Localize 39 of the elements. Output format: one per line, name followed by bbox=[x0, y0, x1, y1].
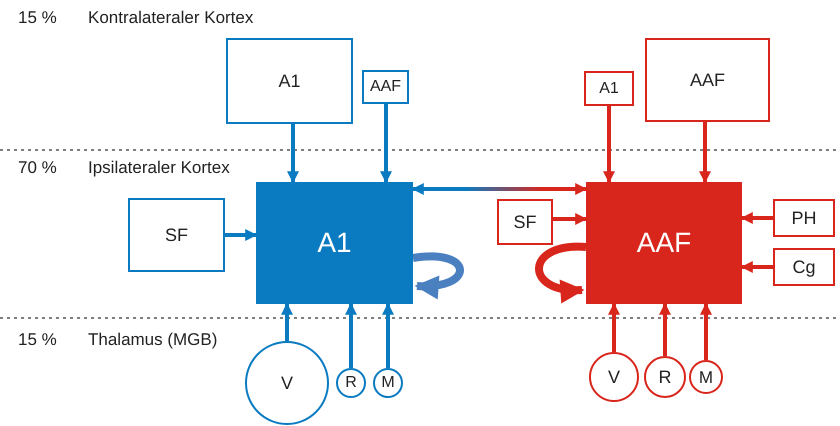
source-area-box: AAF bbox=[645, 38, 770, 122]
layer-label: Kontralateraler Kortex bbox=[88, 8, 254, 28]
percentage-label: 15 % bbox=[18, 8, 57, 28]
source-area-box: SF bbox=[497, 199, 553, 245]
arrow bbox=[608, 302, 620, 352]
arrow bbox=[412, 183, 588, 195]
arrow bbox=[225, 229, 258, 241]
layer-label: Thalamus (MGB) bbox=[88, 330, 218, 350]
arrow bbox=[345, 302, 357, 368]
percentage-label: 70 % bbox=[18, 158, 57, 178]
arrow bbox=[659, 302, 671, 356]
source-area-box: A1 bbox=[226, 38, 353, 124]
arrow bbox=[281, 302, 293, 341]
nucleus-circle: M bbox=[373, 368, 403, 398]
source-area-box: A1 bbox=[584, 71, 634, 106]
arrow bbox=[553, 213, 588, 225]
arrow bbox=[287, 124, 299, 184]
loop-arrow bbox=[412, 252, 464, 298]
source-area-box: AAF bbox=[362, 70, 409, 104]
arrow bbox=[740, 261, 773, 273]
target-area-box: AAF bbox=[586, 182, 742, 304]
arrow bbox=[700, 302, 712, 360]
arrow bbox=[603, 106, 615, 184]
source-area-box: Cg bbox=[773, 248, 835, 286]
arrow bbox=[740, 212, 773, 224]
arrow bbox=[380, 104, 392, 184]
layer-label: Ipsilateraler Kortex bbox=[88, 158, 230, 178]
source-area-box: PH bbox=[773, 199, 835, 237]
percentage-label: 15 % bbox=[18, 330, 57, 350]
nucleus-circle: M bbox=[689, 360, 723, 394]
loop-arrow bbox=[535, 242, 586, 302]
arrow bbox=[382, 302, 394, 368]
arrow bbox=[699, 122, 711, 184]
nucleus-circle: R bbox=[336, 368, 366, 398]
nucleus-circle: R bbox=[644, 356, 686, 398]
nucleus-circle: V bbox=[589, 352, 639, 402]
nucleus-circle: V bbox=[245, 341, 329, 425]
source-area-box: SF bbox=[128, 198, 225, 272]
target-area-box: A1 bbox=[256, 182, 413, 304]
